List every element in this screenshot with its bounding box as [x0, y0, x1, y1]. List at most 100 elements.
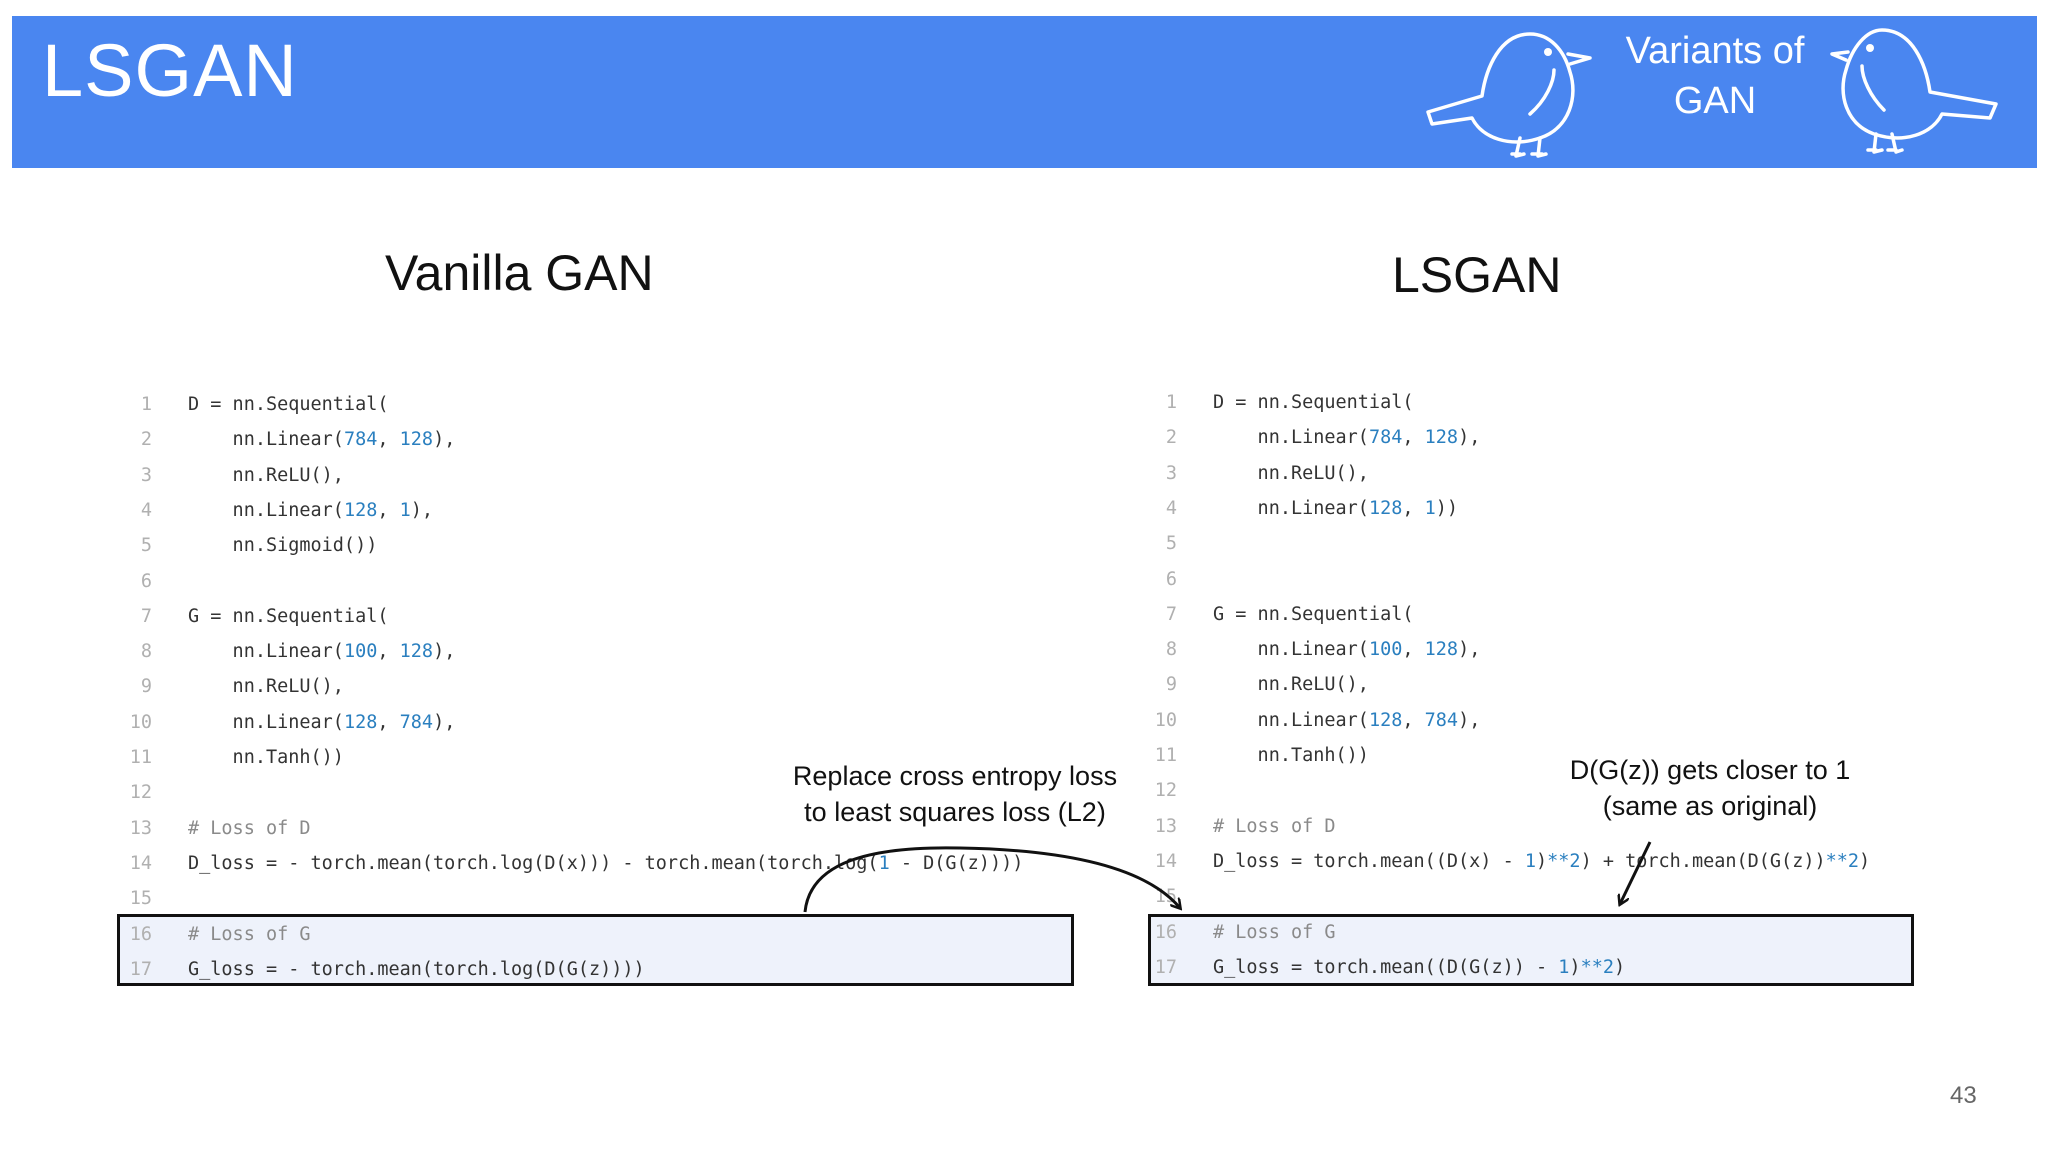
code-token: nn.ReLU(), [1213, 674, 1369, 696]
code-token: ), [433, 641, 456, 663]
vanilla-code-line-7: 7 G = nn.Sequential( [110, 602, 389, 632]
code-token: 784 [343, 429, 378, 451]
code-token: nn.Sigmoid()) [188, 535, 378, 557]
line-number: 5 [1165, 533, 1177, 555]
code-token: 784 [1368, 427, 1403, 449]
lsgan-code-line-2: 2 nn.Linear(784, 128), [1135, 423, 1480, 453]
code-token: 1 [1524, 850, 1537, 872]
vanilla-code-line-15: 15 [110, 884, 188, 914]
line-number: 16 [1154, 921, 1177, 943]
bird-left-icon [1426, 32, 1592, 158]
code-token: 128 [399, 641, 434, 663]
lsgan-code-line-11: 11 nn.Tanh()) [1135, 741, 1369, 771]
code-token: 784 [1424, 709, 1459, 731]
code-token: 128 [343, 711, 378, 733]
lsgan-code-line-13: 13# Loss of D [1135, 812, 1336, 842]
line-number: 10 [129, 711, 152, 733]
code-token: )) [1435, 497, 1459, 519]
code-token: , [377, 711, 400, 733]
line-number: 13 [129, 817, 152, 839]
right-highlight-box [1148, 914, 1914, 986]
code-token: ) [1569, 956, 1581, 978]
badge-line-1: Variants of [1625, 30, 1805, 72]
bird-right-icon [1830, 28, 1998, 154]
lsgan-code-line-5: 5 [1135, 529, 1213, 559]
code-token: # Loss of G [1213, 921, 1336, 943]
line-number: 15 [129, 888, 152, 910]
line-number: 5 [140, 535, 152, 557]
line-number: 2 [140, 429, 152, 451]
code-token: 128 [1424, 427, 1459, 449]
code-token: , [1402, 497, 1425, 519]
code-token: nn.Linear( [1213, 497, 1369, 519]
code-token: - D(G(z)))) [889, 852, 1024, 874]
line-number: 9 [140, 676, 152, 698]
code-token: 128 [1368, 497, 1403, 519]
left-annotation-line-1: Replace cross entropy loss [792, 761, 1118, 791]
down-arrow [1620, 841, 1652, 904]
code-token: 1 [1558, 956, 1570, 978]
line-number: 17 [1154, 956, 1177, 978]
right-annotation: D(G(z)) gets closer to 1 (same as origin… [1540, 752, 1880, 824]
code-token: D = nn.Sequential( [1213, 392, 1414, 413]
left-annotation: Replace cross entropy loss to least squa… [770, 758, 1140, 830]
code-token: , [377, 499, 400, 521]
code-token: D_loss = torch.mean((D(x) - [1213, 850, 1525, 872]
code-token: nn.Linear( [188, 429, 344, 451]
code-token: nn.Tanh()) [1213, 745, 1369, 766]
line-number: 1 [1165, 392, 1177, 413]
lsgan-code-line-16: 16 # Loss of G [1135, 918, 1336, 948]
code-token: 128 [343, 499, 378, 521]
code-token: nn.Linear( [1213, 427, 1369, 449]
line-number: 13 [1154, 815, 1177, 837]
lsgan-code-line-1: 1 D = nn.Sequential( [1135, 388, 1414, 418]
code-token: nn.Linear( [188, 499, 344, 521]
slide-title: LSGAN [42, 29, 298, 112]
page-number: 43 [1950, 1082, 1977, 1109]
badge-line-2: GAN [1673, 80, 1757, 122]
title-banner [12, 16, 2037, 168]
vanilla-code-line-3: 3 nn.ReLU(), [110, 461, 344, 491]
code-token: ), [433, 711, 456, 733]
line-number: 7 [140, 605, 152, 627]
lsgan-code-line-8: 8 nn.Linear(100, 128), [1135, 635, 1480, 665]
line-number: 14 [1154, 850, 1177, 872]
line-number: 17 [129, 958, 152, 980]
line-number: 14 [129, 852, 152, 874]
line-number: 4 [140, 499, 152, 521]
lsgan-code-line-4: 4 nn.Linear(128, 1)) [1135, 494, 1458, 524]
line-number: 12 [1154, 780, 1177, 802]
left-highlight-box [117, 914, 1074, 986]
code-token: G = nn.Sequential( [188, 605, 389, 627]
line-number: 2 [1165, 427, 1177, 449]
code-token: ) + torch.mean(D(G(z)) [1580, 850, 1826, 872]
line-number: 16 [129, 923, 152, 945]
code-token: , [1402, 709, 1425, 731]
code-token: G = nn.Sequential( [1213, 603, 1414, 625]
code-token: nn.Linear( [188, 711, 344, 733]
lsgan-code-line-9: 9 nn.ReLU(), [1135, 670, 1369, 700]
code-token: , [377, 641, 400, 663]
line-number: 9 [1165, 674, 1177, 696]
code-token: **2 [1825, 850, 1860, 872]
lsgan-code-line-6: 6 [1135, 565, 1213, 595]
code-token: 1 [1424, 497, 1436, 519]
code-token: 128 [1424, 639, 1459, 661]
badge-text: Variants of GAN [1585, 26, 1845, 126]
line-number: 8 [140, 641, 152, 663]
code-token: , [377, 429, 400, 451]
code-token: nn.ReLU(), [188, 464, 344, 486]
code-token: ), [410, 499, 434, 521]
vanilla-code-line-12: 12 [110, 778, 188, 808]
right-annotation-line-2: (same as original) [1602, 791, 1818, 821]
line-number: 8 [1165, 639, 1177, 661]
line-number: 4 [1165, 497, 1177, 519]
code-token: 128 [1368, 709, 1403, 731]
code-token: 100 [1368, 639, 1403, 661]
code-token: 100 [343, 641, 378, 663]
